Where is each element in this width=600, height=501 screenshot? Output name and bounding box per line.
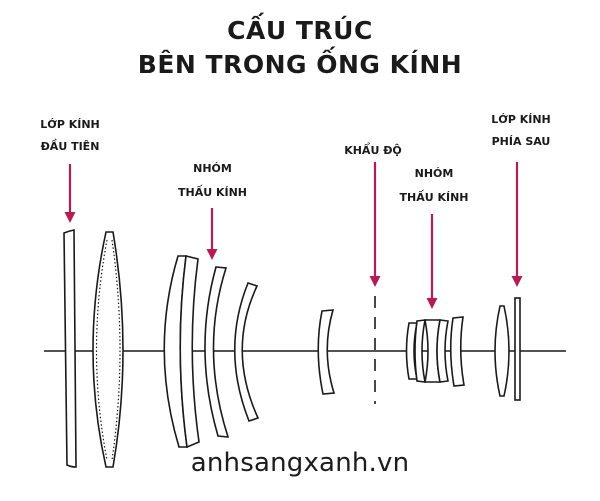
group1-lens-d — [233, 282, 260, 422]
front-biconvex-lens-outline — [92, 231, 124, 468]
arrowhead-aperture — [369, 276, 381, 287]
label-first-element-line2: ĐẦU TIÊN — [40, 140, 100, 153]
label-lens-group-2-line1: NHÓM — [414, 167, 454, 180]
group1-lens-c — [204, 266, 230, 438]
label-aperture: KHẨU ĐỘ — [333, 144, 413, 157]
arrowhead-rear-element — [511, 276, 523, 287]
label-rear-element-line2: PHÍA SAU — [491, 135, 551, 148]
arrowhead-lens-group-1 — [206, 249, 218, 260]
front-biconvex-lens-dotted-edge — [95, 239, 121, 461]
label-first-element: LỚP KÍNH ĐẦU TIÊN — [30, 118, 110, 153]
arrowhead-first-element — [64, 212, 76, 223]
watermark-text: anhsangxanh.vn — [190, 448, 410, 478]
middle-meniscus-lens — [317, 309, 336, 395]
label-lens-group-2: NHÓM THẤU KÍNH — [388, 167, 480, 204]
arrowhead-lens-group-2 — [426, 298, 438, 309]
group2-lens-d — [436, 319, 449, 383]
label-first-element-line1: LỚP KÍNH — [40, 118, 100, 131]
arrows — [64, 162, 523, 309]
group2-lens-e — [449, 316, 465, 387]
first-lens-element — [63, 229, 77, 468]
label-lens-group-1-line1: NHÓM — [193, 162, 232, 175]
lens-group-2 — [405, 316, 465, 387]
title-line-1: CẤU TRÚC — [227, 16, 373, 45]
label-lens-group-1: NHÓM THẤU KÍNH — [165, 162, 260, 199]
label-lens-group-1-line2: THẤU KÍNH — [177, 186, 247, 199]
title-line-2: BÊN TRONG ỐNG KÍNH — [137, 50, 463, 79]
group1-lens-b — [179, 255, 200, 449]
front-biconvex-lens — [92, 231, 124, 468]
label-rear-element: LỚP KÍNH PHÍA SAU — [475, 113, 567, 148]
rear-lens-element — [514, 297, 521, 401]
label-aperture-line1: KHẨU ĐỘ — [344, 144, 402, 157]
lens-group-1 — [163, 255, 260, 449]
label-rear-element-line1: LỚP KÍNH — [491, 113, 551, 126]
label-lens-group-2-line2: THẤU KÍNH — [399, 191, 469, 204]
rear-biconvex-lens — [494, 305, 510, 397]
